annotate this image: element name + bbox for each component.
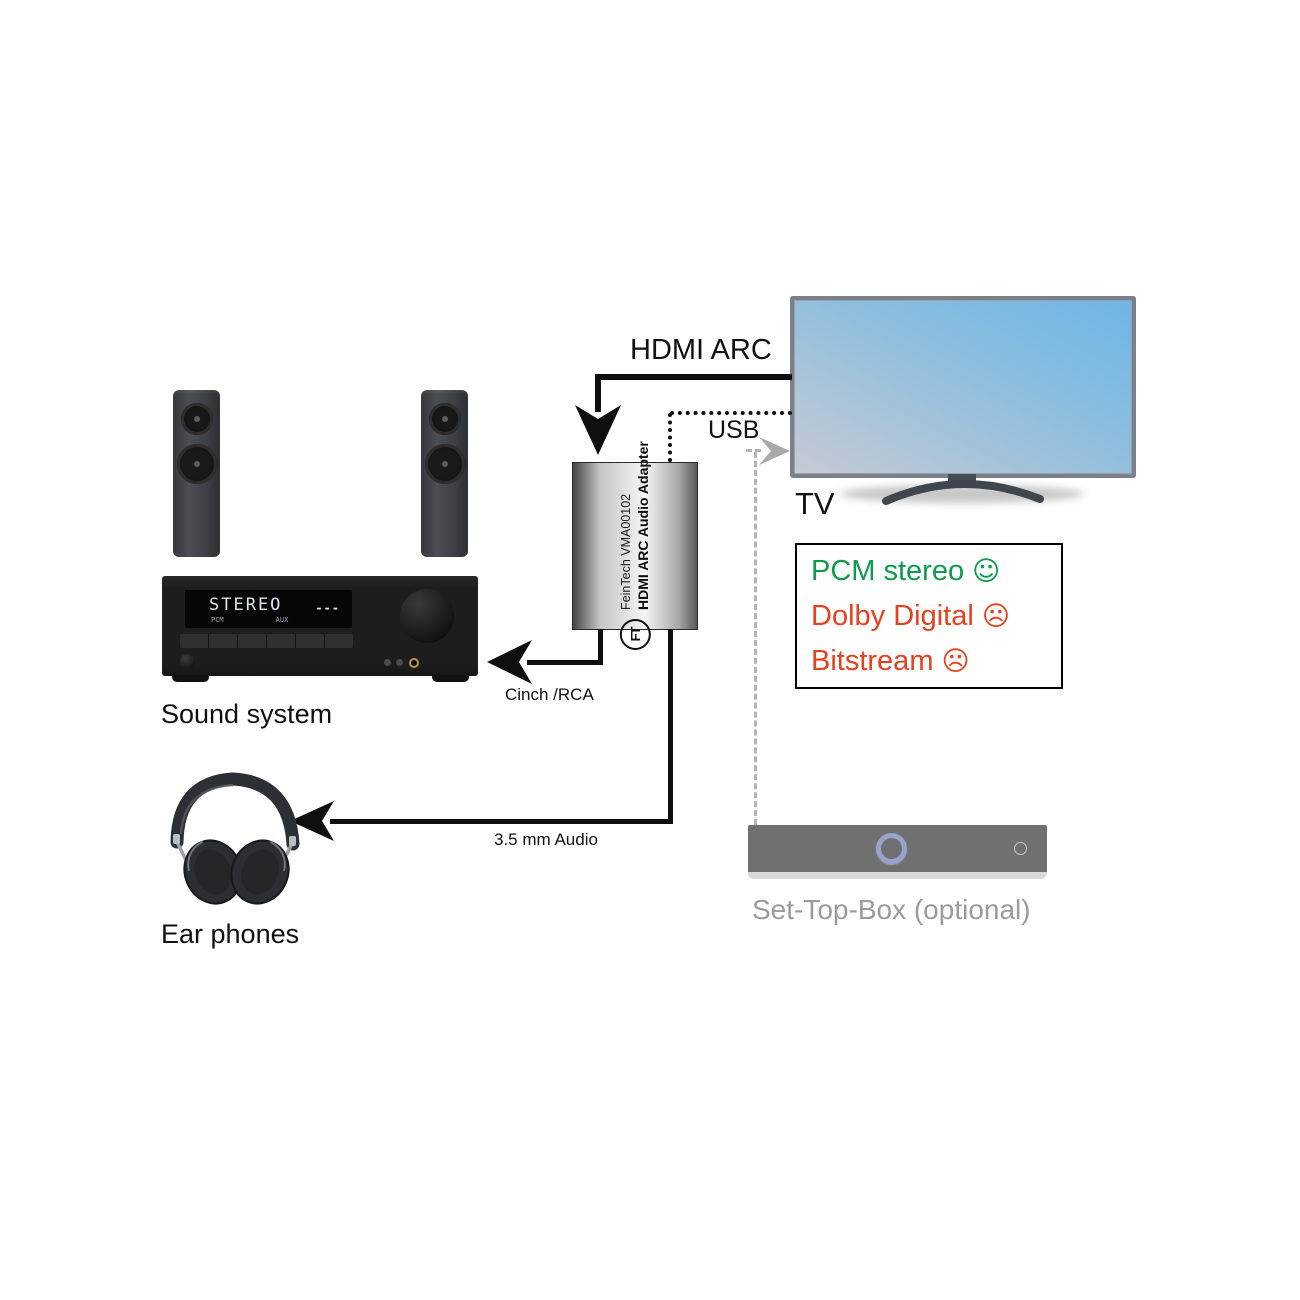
hdmi-arc-line-vertical (595, 374, 601, 412)
smiley-sad-icon: ☹ (981, 601, 1011, 632)
adapter-model-text: FeinTech VMA00102 (618, 494, 633, 611)
format-pcm-stereo-label: PCM stereo (811, 555, 965, 587)
receiver-display-aux: AUX (275, 616, 289, 624)
right-speaker (421, 390, 468, 557)
receiver-foot (432, 675, 469, 682)
usb-label: USB (708, 416, 760, 444)
speaker-driver (177, 444, 217, 484)
receiver-display-pcm: PCM (211, 616, 224, 624)
format-bitstream: Bitstream ☹ (811, 639, 1047, 684)
tv-label: TV (795, 486, 835, 521)
av-receiver: STEREO --- PCM AUX (162, 576, 478, 682)
receiver-volume-knob (400, 589, 454, 643)
hdmi-arc-arrowhead-icon (575, 405, 621, 455)
tv-screen (790, 296, 1136, 478)
smiley-happy-icon: ☺ (972, 556, 1001, 587)
stb-dashed-line-horizontal (746, 449, 761, 452)
adapter-rotated-print: FT FeinTech VMA00102 HDMI ARC Audio Adap… (618, 442, 651, 651)
tv-stand-base (882, 480, 1044, 505)
headphones-icon (170, 772, 300, 905)
set-top-box-base (748, 872, 1047, 879)
speaker-driver (181, 403, 213, 435)
stb-dashed-line-vertical (754, 452, 757, 825)
speaker-driver (425, 444, 465, 484)
hdmi-arc-audio-adapter: FT FeinTech VMA00102 HDMI ARC Audio Adap… (572, 442, 698, 651)
speaker-driver (429, 403, 461, 435)
audio-35mm-label: 3.5 mm Audio (494, 830, 598, 849)
ear-phones-label: Ear phones (161, 919, 300, 949)
feintech-logo-icon: FT (619, 619, 651, 651)
usb-line-horizontal (670, 411, 792, 415)
hdmi-arc-line-horizontal (598, 374, 792, 380)
adapter-product-text: HDMI ARC Audio Adapter (634, 441, 651, 611)
cinch-cable-horizontal (527, 660, 603, 665)
format-dolby-digital-label: Dolby Digital (811, 600, 974, 632)
receiver-headphone-jack (409, 658, 419, 668)
set-top-box-led-icon (1014, 842, 1027, 855)
receiver-display: STEREO --- PCM AUX (185, 590, 352, 628)
left-speaker (173, 390, 220, 557)
smiley-sad-icon: ☹ (941, 646, 970, 677)
set-top-box-power-ring-icon (876, 833, 907, 864)
cinch-rca-label: Cinch /RCA (505, 685, 594, 704)
tv-shadow (840, 485, 1084, 503)
audio-35mm-cable-horizontal (330, 819, 673, 824)
receiver-display-mode: STEREO (209, 595, 283, 615)
receiver-small-knob (180, 654, 195, 669)
usb-gray-arrowhead-icon (759, 437, 790, 465)
audio-35mm-arrowhead-icon (290, 801, 334, 841)
set-top-box-label: Set-Top-Box (optional) (752, 894, 1031, 925)
format-bitstream-label: Bitstream (811, 645, 934, 677)
audio-format-box: PCM stereo ☺ Dolby Digital ☹ Bitstream ☹ (795, 543, 1063, 689)
cinch-rca-arrowhead-icon (487, 640, 532, 684)
receiver-button-row (180, 634, 353, 648)
sound-system-label: Sound system (161, 699, 333, 729)
format-pcm-stereo: PCM stereo ☺ (811, 549, 1047, 594)
receiver-indicator-dot (384, 659, 391, 666)
usb-line-vertical (668, 413, 672, 462)
receiver-foot (172, 675, 209, 682)
receiver-indicator-dot (396, 659, 403, 666)
audio-35mm-cable-vertical (668, 629, 673, 823)
receiver-display-dots: --- (315, 601, 340, 615)
hdmi-arc-label: HDMI ARC (630, 334, 772, 366)
cinch-cable-vertical (598, 629, 603, 665)
format-dolby-digital: Dolby Digital ☹ (811, 594, 1047, 639)
